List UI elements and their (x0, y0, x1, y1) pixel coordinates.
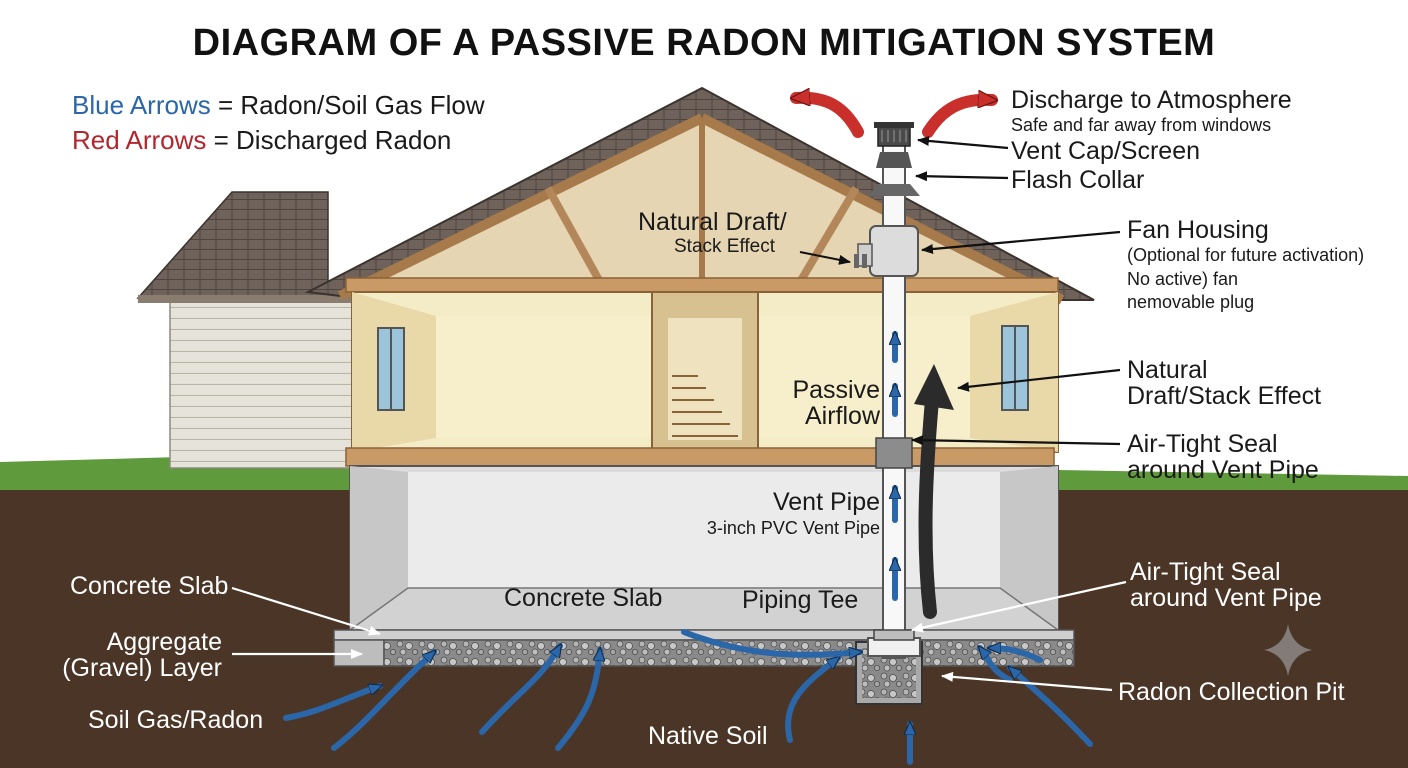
annex-building (136, 191, 360, 469)
legend-blue-desc: = Radon/Soil Gas Flow (217, 90, 485, 120)
label-attic-draft-2: Stack Effect (674, 236, 776, 257)
label-fan-sub2: No active) fan (1127, 269, 1239, 289)
legend-blue-label: Blue Arrows (72, 90, 211, 120)
label-fan-sub1: (Optional for future activation) (1127, 245, 1365, 265)
label-collection-pit: Radon Collection Pit (1118, 678, 1345, 706)
label-vent-pipe: Vent Pipe (772, 488, 880, 516)
label-attic-draft-1: Natural Draft/ (638, 208, 787, 236)
legend-blue: Blue Arrows = Radon/Soil Gas Flow (72, 90, 485, 121)
label-fan-housing: Fan Housing (1127, 216, 1269, 244)
label-natural-draft-1: Natural (1127, 356, 1208, 384)
sparkle-icon (1264, 624, 1312, 676)
label-vent-pipe-sub: 3-inch PVC Vent Pipe (706, 518, 880, 538)
basement (333, 465, 1075, 667)
label-discharge-sub: Safe and far away from windows (1011, 115, 1272, 135)
blue-flow-arrows (283, 331, 1093, 765)
leader-lines-white (231, 580, 1127, 692)
living-floor (345, 291, 1059, 467)
label-seal-lower-2: around Vent Pipe (1130, 584, 1322, 612)
label-slab-outside: Concrete Slab (70, 572, 229, 600)
label-seal-lower-1: Air-Tight Seal (1130, 558, 1281, 586)
label-flash-collar: Flash Collar (1011, 166, 1145, 194)
label-soil-gas: Soil Gas/Radon (88, 706, 264, 734)
red-discharge-arrows (796, 98, 992, 138)
legend-red-label: Red Arrows (72, 125, 207, 155)
legend-red-desc: = Discharged Radon (213, 125, 452, 155)
label-piping-tee: Piping Tee (742, 586, 859, 614)
leader-lines (911, 135, 1121, 446)
label-vent-cap: Vent Cap/Screen (1011, 137, 1201, 165)
legend-red: Red Arrows = Discharged Radon (72, 125, 451, 156)
label-seal-upper-2: around Vent Pipe (1127, 456, 1319, 484)
stack-effect-arrow (914, 364, 954, 619)
label-aggregate-2: (Gravel) Layer (62, 654, 222, 682)
label-slab-inside: Concrete Slab (504, 584, 663, 612)
label-discharge: Discharge to Atmosphere (1011, 86, 1292, 114)
label-passive-1: Passive (792, 376, 880, 404)
page-title: DIAGRAM OF A PASSIVE RADON MITIGATION SY… (192, 22, 1216, 64)
label-passive-2: Airflow (804, 402, 880, 430)
label-aggregate-1: Aggregate (106, 628, 222, 656)
label-fan-sub3: nemovable plug (1127, 292, 1255, 312)
label-native-soil: Native Soil (648, 722, 768, 750)
label-seal-upper-1: Air-Tight Seal (1127, 430, 1278, 458)
label-natural-draft-2: Draft/Stack Effect (1127, 382, 1322, 410)
attic-draft-arrow (799, 251, 867, 268)
